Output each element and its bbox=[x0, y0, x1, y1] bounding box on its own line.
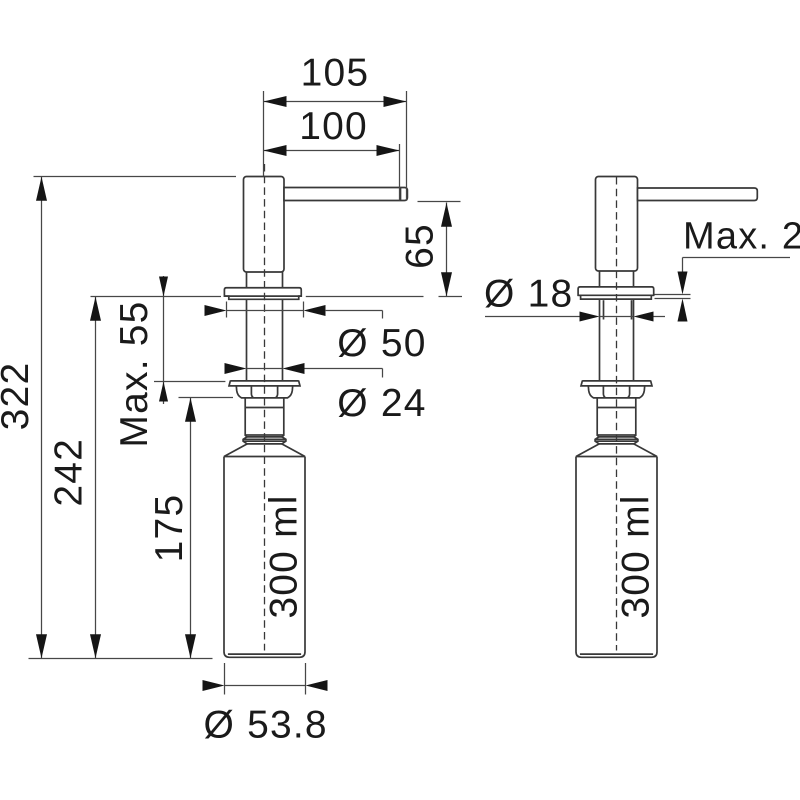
svg-text:Ø 53.8: Ø 53.8 bbox=[204, 704, 328, 747]
svg-text:Ø 24: Ø 24 bbox=[337, 382, 426, 425]
svg-text:Ø 18: Ø 18 bbox=[484, 272, 573, 315]
svg-text:322: 322 bbox=[0, 362, 37, 431]
svg-text:175: 175 bbox=[148, 494, 191, 563]
svg-text:Max. 55: Max. 55 bbox=[113, 300, 156, 447]
svg-text:105: 105 bbox=[301, 51, 370, 94]
svg-text:Max. 2: Max. 2 bbox=[683, 216, 800, 258]
svg-text:100: 100 bbox=[299, 105, 368, 148]
svg-text:Ø 50: Ø 50 bbox=[337, 322, 426, 365]
svg-text:242: 242 bbox=[47, 438, 90, 507]
svg-text:65: 65 bbox=[399, 223, 442, 269]
